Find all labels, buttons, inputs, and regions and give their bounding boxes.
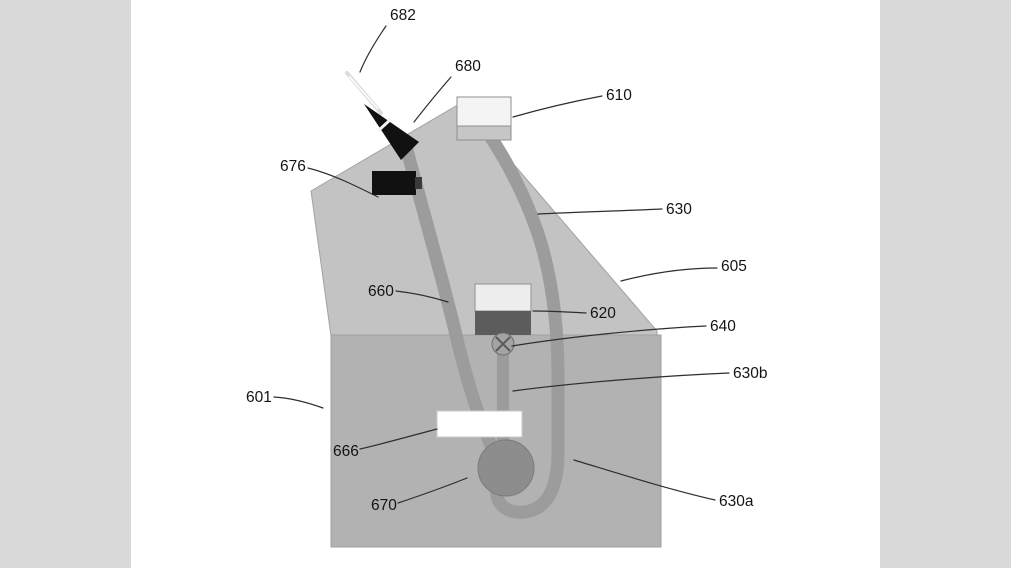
box-620-bottom [475,311,531,335]
ref-label-601: 601 [246,389,272,406]
leader-666 [359,428,438,450]
leader-640 [511,325,707,347]
leader-620 [532,310,587,314]
tube-630-with-630a-bend [479,123,565,519]
leader-601 [273,396,324,409]
ref-label-670: 670 [371,497,397,514]
ref-label-620: 620 [590,305,616,322]
ref-label-605: 605 [721,258,747,275]
right-matte-bar [880,0,1011,568]
leader-660 [395,290,449,303]
ref-label-682: 682 [390,7,416,24]
box-610-band [456,125,512,141]
ref-label-630a: 630a [719,493,754,510]
valve-640-cross [495,336,511,352]
component-676-nub [415,177,422,189]
ref-label-630: 630 [666,201,692,218]
leader-605 [620,267,718,282]
leader-682 [359,25,387,73]
ref-label-680: 680 [455,58,481,75]
leader-630a [573,459,716,501]
needle-highlight [348,75,379,110]
nozzle-stripe [376,117,393,133]
pump-670 [477,439,535,497]
ref-label-630b: 630b [733,365,767,382]
leader-670 [397,477,468,504]
leader-630b [512,372,730,392]
upper-housing-605 [310,102,658,337]
leader-630 [537,208,663,215]
ref-label-640: 640 [710,318,736,335]
component-676 [372,171,416,195]
box-620-top [474,283,532,312]
block-666 [436,410,523,438]
box-610-top [456,96,512,127]
left-matte-bar [0,0,131,568]
leader-680 [413,76,452,123]
ref-label-610: 610 [606,87,632,104]
ref-label-660: 660 [368,283,394,300]
leader-610 [512,95,603,118]
leader-676 [307,167,379,198]
ref-label-676: 676 [280,158,306,175]
nozzle-680 [364,104,419,160]
ref-label-666: 666 [333,443,359,460]
